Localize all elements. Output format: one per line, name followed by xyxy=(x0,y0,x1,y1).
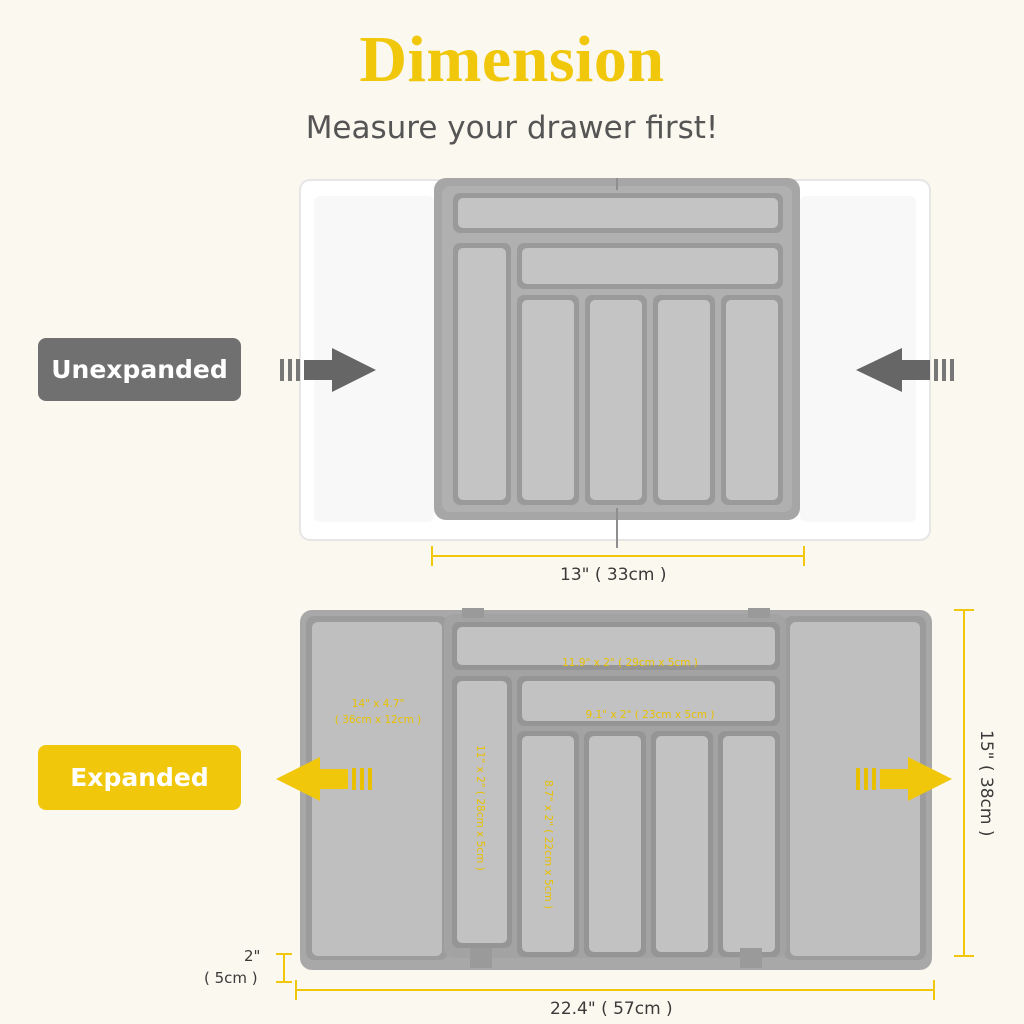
page-subtitle: Measure your drawer first! xyxy=(305,110,719,146)
compartment-label-top-long: 11.9" x 2" ( 29cm x 5cm ) xyxy=(562,657,698,669)
expanded-depth-label: 15" ( 38cm ) xyxy=(976,730,996,837)
compartment-label-left-tall: 11" x 2" ( 28cm x 5cm ) xyxy=(474,745,486,871)
expanded-depth-dimension xyxy=(954,609,974,957)
unexpanded-badge: Unexpanded xyxy=(38,338,241,401)
page-title: Dimension xyxy=(359,23,665,96)
unexpanded-organizer-image xyxy=(299,178,931,548)
expanded-width-dimension xyxy=(295,980,935,1000)
pull-out-arrow-left-icon xyxy=(276,757,372,801)
unexpanded-width-dimension xyxy=(431,546,805,566)
expanded-organizer-image xyxy=(300,608,932,970)
expanded-width-label: 22.4" ( 57cm ) xyxy=(550,999,673,1019)
push-in-arrow-left-icon xyxy=(280,348,376,392)
push-in-arrow-right-icon xyxy=(856,348,954,392)
height-label-value: 2" xyxy=(244,947,261,965)
compartment-label-side-dimensions: 14" x 4.7" xyxy=(351,698,405,710)
height-label-metric: ( 5cm ) xyxy=(204,969,258,987)
height-dimension xyxy=(276,953,292,983)
compartment-label-middle-long: 9.1" x 2" ( 23cm x 5cm ) xyxy=(585,709,715,721)
compartment-label-side-metric: ( 36cm x 12cm ) xyxy=(334,714,422,726)
pull-out-arrow-right-icon xyxy=(856,757,952,801)
compartment-label-inner-tall: 8.7" x 2" ( 22cm x 5cm ) xyxy=(542,780,554,910)
unexpanded-width-label: 13" ( 33cm ) xyxy=(560,565,667,585)
expanded-badge: Expanded xyxy=(38,745,241,810)
